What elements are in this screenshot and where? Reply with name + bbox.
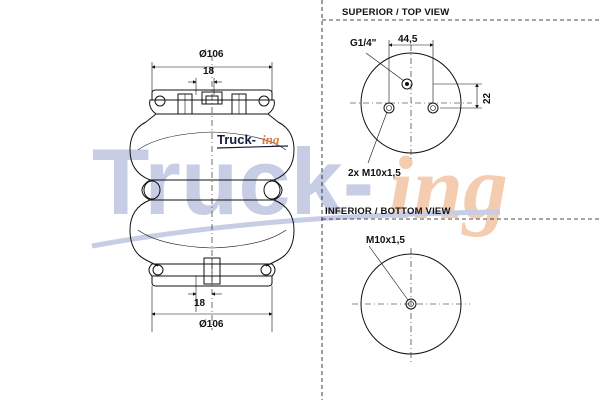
bottom-view-heading: INFERIOR / BOTTOM VIEW bbox=[325, 206, 451, 217]
bottom-bead-right bbox=[260, 264, 272, 276]
top-view-heading: SUPERIOR / TOP VIEW bbox=[342, 7, 449, 18]
top-view-port-center bbox=[405, 82, 409, 86]
bottom-plate-outline bbox=[151, 276, 273, 287]
vdim-label: 22 bbox=[482, 92, 493, 104]
bottom-bolt-label: M10x1,5 bbox=[366, 235, 405, 246]
bellows-lower-contour bbox=[137, 229, 287, 249]
side-view: Ø106 18 bbox=[129, 49, 295, 332]
watermark: Truck- ing bbox=[91, 129, 508, 249]
hdim-label: 44,5 bbox=[398, 34, 418, 45]
bottom-bolt-leader bbox=[368, 245, 409, 301]
girdle-left bbox=[143, 180, 161, 200]
top-view: SUPERIOR / TOP VIEW 44,5 22 G1/4" 2x M10… bbox=[342, 7, 493, 179]
bolt-leader bbox=[367, 111, 388, 164]
bellows-left-outline bbox=[129, 113, 159, 267]
top-view-port bbox=[401, 78, 413, 90]
logo-truck-text: Truck- bbox=[217, 132, 256, 147]
top-bead-left bbox=[154, 95, 166, 107]
bottom-view: INFERIOR / BOTTOM VIEW M10x1,5 bbox=[325, 206, 470, 362]
bottom-view-bolt-inner bbox=[408, 301, 414, 307]
bellows-right-outline bbox=[265, 113, 295, 267]
top-diameter-label: Ø106 bbox=[199, 49, 224, 60]
top-view-bolt-left bbox=[383, 102, 395, 114]
logo-ing-text: ing bbox=[262, 132, 280, 147]
bottom-view-bolt bbox=[405, 298, 417, 310]
bottom-bead-left bbox=[152, 264, 164, 276]
watermark-swoosh bbox=[91, 209, 501, 249]
top-bolt-label: 2x M10x1,5 bbox=[348, 168, 401, 179]
bellows-upper-contour bbox=[137, 131, 287, 151]
top-view-bolt-right bbox=[427, 102, 439, 114]
girdle-right bbox=[263, 180, 281, 200]
port-leader bbox=[365, 52, 405, 82]
watermark-ing-text: ing bbox=[388, 139, 508, 238]
top-offset-label: 18 bbox=[203, 66, 215, 77]
top-air-port-bore bbox=[205, 95, 219, 105]
bottom-diameter-label: Ø106 bbox=[199, 319, 224, 330]
port-label: G1/4" bbox=[350, 38, 377, 49]
top-bead-right bbox=[258, 95, 270, 107]
girdle-ring bbox=[150, 179, 274, 201]
top-view-bolt-left-inner bbox=[386, 105, 392, 111]
top-plate-outline bbox=[151, 89, 273, 100]
top-view-bolt-right-inner bbox=[430, 105, 436, 111]
brand-logo: Truck- ing bbox=[216, 132, 289, 149]
logo-underline bbox=[216, 145, 289, 149]
bottom-offset-label: 18 bbox=[194, 298, 206, 309]
